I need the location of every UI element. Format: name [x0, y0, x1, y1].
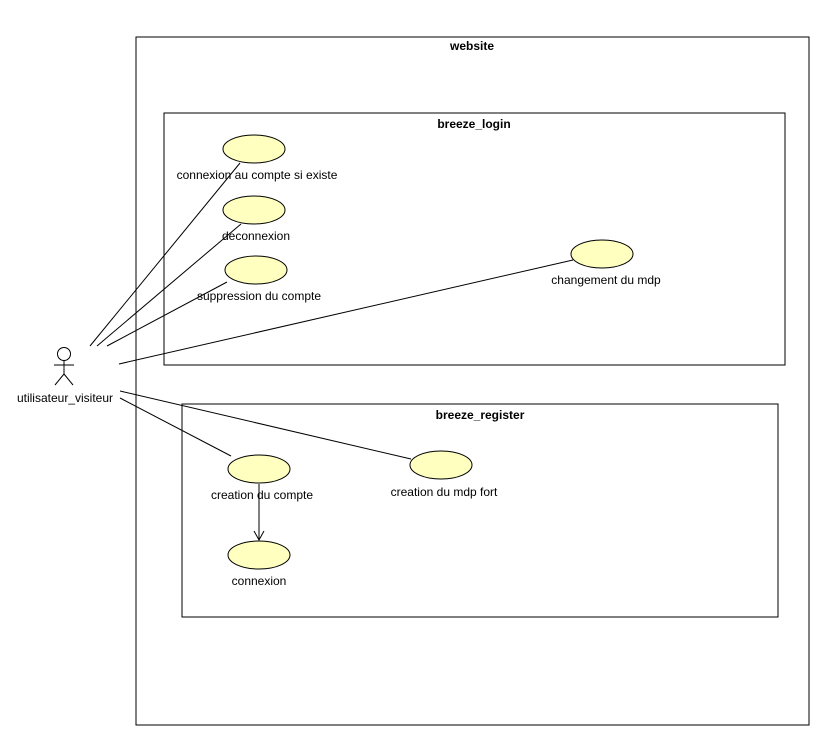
package-login-title: breeze_login — [437, 117, 510, 131]
use-case-connexion-compte — [222, 134, 286, 164]
use-case-changement-mdp-label: changement du mdp — [551, 273, 661, 287]
system-title: website — [449, 39, 494, 53]
use-case-deconnexion — [222, 195, 286, 225]
system-boundary-website — [135, 36, 810, 726]
use-case-creation-mdp-fort — [409, 450, 473, 480]
actor-stick-figure — [54, 347, 74, 386]
actor-left-leg — [54, 373, 65, 386]
package-breeze-register — [181, 403, 779, 618]
package-breeze-login — [163, 112, 786, 366]
use-case-creation-compte — [227, 454, 291, 484]
use-case-creation-mdp-fort-label: creation du mdp fort — [391, 485, 498, 499]
association-connexion-compte — [89, 162, 241, 347]
use-case-deconnexion-label: deconnexion — [222, 229, 290, 243]
dependency-arrow-head — [253, 530, 265, 542]
association-creation-mdp-fort — [119, 390, 412, 460]
use-case-changement-mdp — [570, 239, 634, 269]
actor-right-leg — [63, 373, 74, 386]
use-case-connexion-compte-label: connexion au compte si existe — [177, 168, 338, 182]
use-case-creation-compte-label: creation du compte — [211, 488, 313, 502]
package-register-title: breeze_register — [436, 408, 525, 422]
actor-label: utilisateur_visiteur — [17, 391, 113, 405]
use-case-connexion — [227, 540, 291, 570]
actor-head — [57, 347, 71, 361]
association-suppression — [106, 281, 228, 347]
use-case-suppression — [224, 255, 288, 285]
association-changement-mdp — [118, 259, 574, 365]
association-deconnexion — [96, 223, 242, 347]
use-case-suppression-label: suppression du compte — [197, 289, 321, 303]
use-case-connexion-label: connexion — [232, 574, 287, 588]
association-creation-compte — [119, 397, 232, 457]
